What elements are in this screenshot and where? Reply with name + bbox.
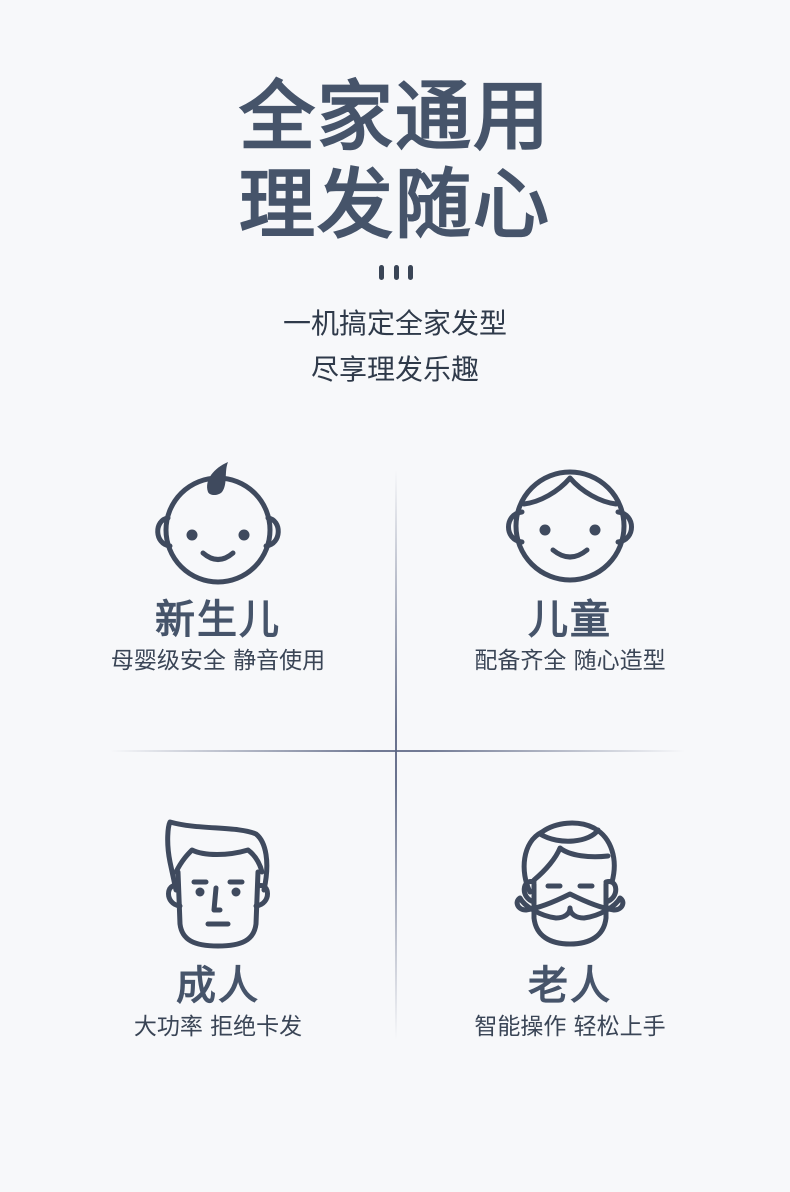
grid-vertical-divider [395,470,397,1040]
group-description: 智能操作 轻松上手 [474,1014,666,1040]
divider-dot [408,265,413,280]
headline-line-1: 全家通用 [239,72,551,161]
decorative-divider [379,265,413,281]
baby-face-icon [155,462,281,585]
group-name: 成人 [176,963,260,1009]
group-adult: 成人 大功率 拒绝卡发 [58,812,378,1042]
headline-line-2: 理发随心 [239,160,551,249]
group-description: 配备齐全 随心造型 [474,648,666,674]
group-elder: 老人 智能操作 轻松上手 [410,812,730,1042]
subheading-line-1: 一机搞定全家发型 [282,307,507,340]
group-name: 儿童 [528,597,612,643]
group-description: 大功率 拒绝卡发 [133,1014,303,1040]
divider-dot [393,265,399,280]
adult-face-icon [165,819,270,949]
divider-dot [379,265,384,280]
grid-horizontal-divider [110,750,685,752]
elder-face-icon [514,820,626,947]
subheading-line-2: 尽享理发乐趣 [310,353,479,386]
group-name: 新生儿 [155,597,281,643]
child-face-icon [506,469,634,583]
group-child: 儿童 配备齐全 随心造型 [410,458,730,676]
group-newborn: 新生儿 母婴级安全 静音使用 [58,458,378,676]
group-name: 老人 [528,963,612,1009]
group-description: 母婴级安全 静音使用 [110,648,326,674]
